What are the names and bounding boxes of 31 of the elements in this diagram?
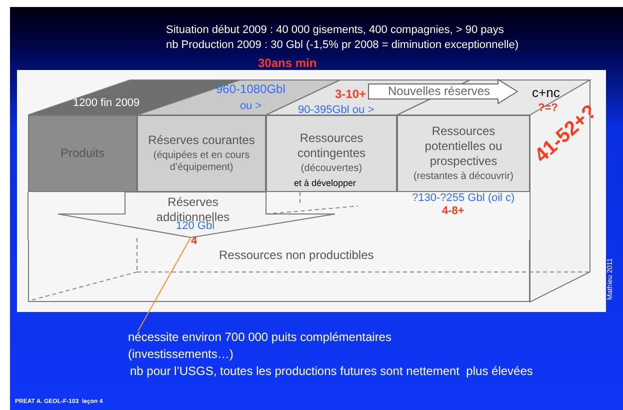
face-subtitle: (découvertes) bbox=[300, 163, 362, 176]
annotation-text: ?130-?255 Gbl (oil c) bbox=[412, 192, 515, 206]
annotation-text: 120 Gbl bbox=[176, 220, 215, 234]
annotation-text: 4 bbox=[191, 235, 198, 249]
face-title: Ressources contingentes bbox=[296, 131, 367, 162]
annotation-text: 1200 fin 2009 bbox=[73, 97, 140, 111]
face-title: Réserves courantes bbox=[148, 132, 255, 148]
annotation-text: 4-8+ bbox=[442, 205, 464, 219]
annotation-text: nb pour l’USGS, toutes les productions futures sont nettement plus élevées bbox=[130, 364, 533, 379]
down-arrow bbox=[58, 192, 335, 238]
face-subtitle: (équipées et en cours d’équipement) bbox=[152, 150, 251, 174]
annotation-text: 90-395Gbl ou > bbox=[298, 104, 374, 118]
face-title: Ressources potentielles ou prospectives bbox=[424, 124, 504, 169]
column-face bbox=[137, 115, 266, 192]
annotation-text: 3-10+ bbox=[335, 87, 366, 102]
column-face bbox=[28, 115, 137, 192]
note-text: nécessite environ 700 000 puits complémentaires (investissements…) bbox=[128, 329, 418, 365]
annotation-text: 30ans min bbox=[258, 56, 317, 71]
annotation-text: ou > bbox=[240, 100, 262, 114]
right-arrow bbox=[368, 79, 518, 104]
annotation-text: Situation début 2009 : 40 000 gisements, 400 compagnies, > 90 pays bbox=[166, 24, 504, 38]
column-face bbox=[266, 115, 397, 192]
annotation-text: et à développer bbox=[294, 178, 356, 190]
annotation-text: 960-1080Gbl bbox=[216, 82, 286, 97]
arrow-label: Nouvelles réserves bbox=[388, 85, 490, 97]
block-label: Ressources non productibles bbox=[219, 247, 374, 264]
annotation-text: nb Production 2009 : 30 Gbl (-1,5% pr 2008 = diminution exceptionnelle) bbox=[166, 39, 519, 53]
annotation-text: c+nc bbox=[532, 85, 560, 102]
leader-line bbox=[138, 236, 192, 332]
face-subtitle: (restantes à découvrir) bbox=[413, 170, 514, 184]
column-face bbox=[397, 115, 530, 192]
